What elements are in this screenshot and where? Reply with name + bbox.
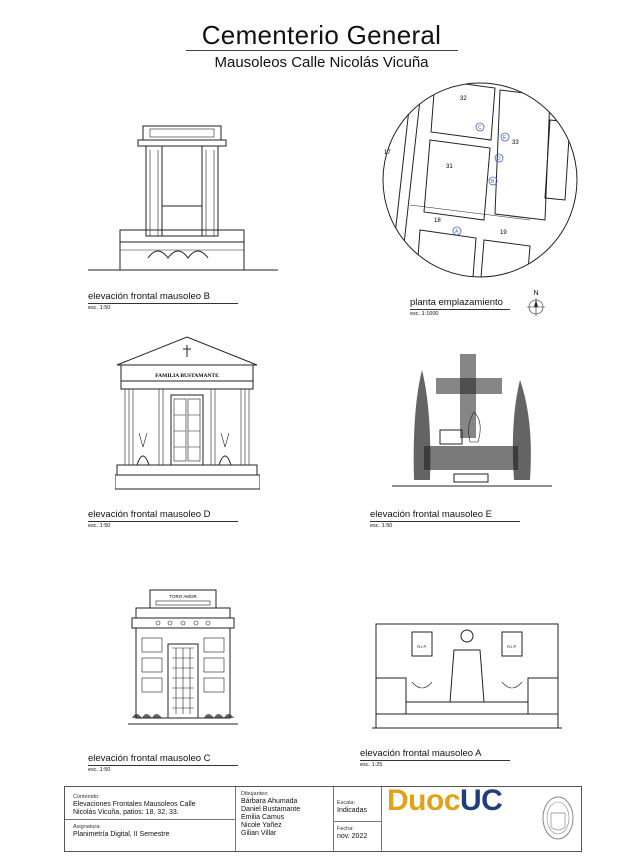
author: Daniel Bustamante [241, 806, 301, 813]
lot-label: 33 [512, 140, 519, 146]
caption-title: elevación frontal mausoleo D [88, 509, 211, 520]
caption-mausoleo-c: elevación frontal mausoleo C esc. 1:50 [88, 753, 238, 773]
caption-mausoleo-b: elevación frontal mausoleo B esc. 1:50 [88, 291, 238, 311]
escala-label: Escala: [337, 800, 356, 806]
caption-scale: esc. 1:25 [360, 762, 383, 768]
author: Bárbara Ahumada [241, 798, 298, 805]
caption-title: elevación frontal mausoleo B [88, 291, 210, 302]
logo-text-uc: UC [460, 784, 503, 817]
rip-right: R.I.P. [507, 644, 517, 649]
asignatura-value: Planimetría Digital, II Semestre [73, 831, 170, 838]
contenido-line-2: Nicolás Vicuña, patios: 18, 32, 33. [73, 809, 179, 816]
fecha-label: Fecha: [337, 826, 354, 832]
marker-d-icon: D [494, 153, 504, 163]
caption-rule [370, 521, 520, 522]
drawing-mausoleo-c: TORO AMOR [128, 589, 238, 725]
lot-label: 18 [434, 218, 441, 224]
caption-rule [88, 521, 238, 522]
caption-mausoleo-d: elevación frontal mausoleo D esc. 1:50 [88, 509, 238, 529]
marker-label: D [497, 156, 501, 162]
marker-c-icon: C [475, 122, 485, 132]
rip-left: R.I.P. [417, 644, 427, 649]
caption-scale: esc. 1:1000 [410, 311, 439, 317]
author: Gilian Villar [241, 830, 277, 837]
caption-rule [360, 760, 510, 761]
lot-label: 19 [500, 230, 507, 236]
marker-label: E [503, 135, 507, 141]
page-subtitle: Mausoleos Calle Nicolás Vicuña [214, 54, 429, 71]
marker-a-icon: A [452, 226, 462, 236]
drawing-mausoleo-b [88, 125, 278, 271]
title-divider [186, 50, 458, 51]
family-inscription: FAMILIA BUSTAMANTE [155, 373, 219, 379]
caption-title: elevación frontal mausoleo E [370, 509, 492, 520]
caption-title: elevación frontal mausoleo C [88, 753, 211, 764]
caption-mausoleo-a: elevación frontal mausoleo A esc. 1:25 [360, 748, 510, 768]
caption-rule [410, 309, 510, 310]
author: Emilia Camus [241, 814, 285, 821]
page-title: Cementerio General [201, 20, 442, 50]
drawing-mausoleo-e [392, 354, 552, 487]
content-column: Contenido: Elevaciones Frontales Mausole… [65, 787, 236, 851]
drawing-mausoleo-a: R.I.P. R.I.P. [372, 623, 562, 729]
caption-scale: esc. 1:50 [370, 523, 393, 529]
caption-title: elevación frontal mausoleo A [360, 748, 482, 759]
caption-title: planta emplazamiento [410, 297, 503, 308]
duoc-uc-logo: DuocUC [387, 786, 503, 816]
marker-label: C [478, 125, 482, 131]
caption-scale: esc. 1:50 [88, 767, 111, 773]
north-label: N [533, 290, 539, 297]
contenido-label: Contenido: [73, 794, 100, 800]
lot-label: 31 [446, 164, 453, 170]
marker-label: A [455, 229, 459, 235]
caption-rule [88, 765, 238, 766]
drawing-mausoleo-d: FAMILIA BUSTAMANTE [115, 336, 260, 490]
university-seal-icon [542, 796, 574, 840]
site-plan: 32 33 17 31 18 19 C E D B A [382, 82, 578, 278]
fecha-value: nov. 2022 [337, 833, 368, 840]
lot-label: 32 [460, 96, 467, 102]
dibujantes-label: Dibujantes: [241, 791, 269, 797]
logo-text-duoc: Duoc [387, 784, 461, 817]
lot-label: 17 [384, 150, 391, 156]
caption-scale: esc. 1:50 [88, 523, 111, 529]
contenido-line-1: Elevaciones Frontales Mausoleos Calle [73, 801, 196, 808]
caption-site-plan: planta emplazamiento esc. 1:1000 [410, 297, 510, 317]
north-arrow-icon: N [526, 290, 546, 322]
caption-mausoleo-e: elevación frontal mausoleo E esc. 1:50 [370, 509, 520, 529]
title-block: Contenido: Elevaciones Frontales Mausole… [64, 786, 582, 852]
divider [333, 821, 381, 822]
marker-label: B [491, 179, 495, 185]
divider [65, 819, 235, 820]
marker-e-icon: E [500, 132, 510, 142]
asignatura-label: Asignatura: [73, 824, 101, 830]
authors-column: Dibujantes: Bárbara Ahumada Daniel Busta… [235, 787, 334, 851]
scale-date-column: Escala: Indicadas Fecha: nov. 2022 [333, 787, 382, 851]
caption-rule [88, 303, 238, 304]
author: Nicole Yañez [241, 822, 282, 829]
escala-value: Indicadas [337, 807, 367, 814]
marker-b-icon: B [488, 176, 498, 186]
caption-scale: esc. 1:50 [88, 305, 111, 311]
inscription: TORO AMOR [169, 594, 197, 599]
